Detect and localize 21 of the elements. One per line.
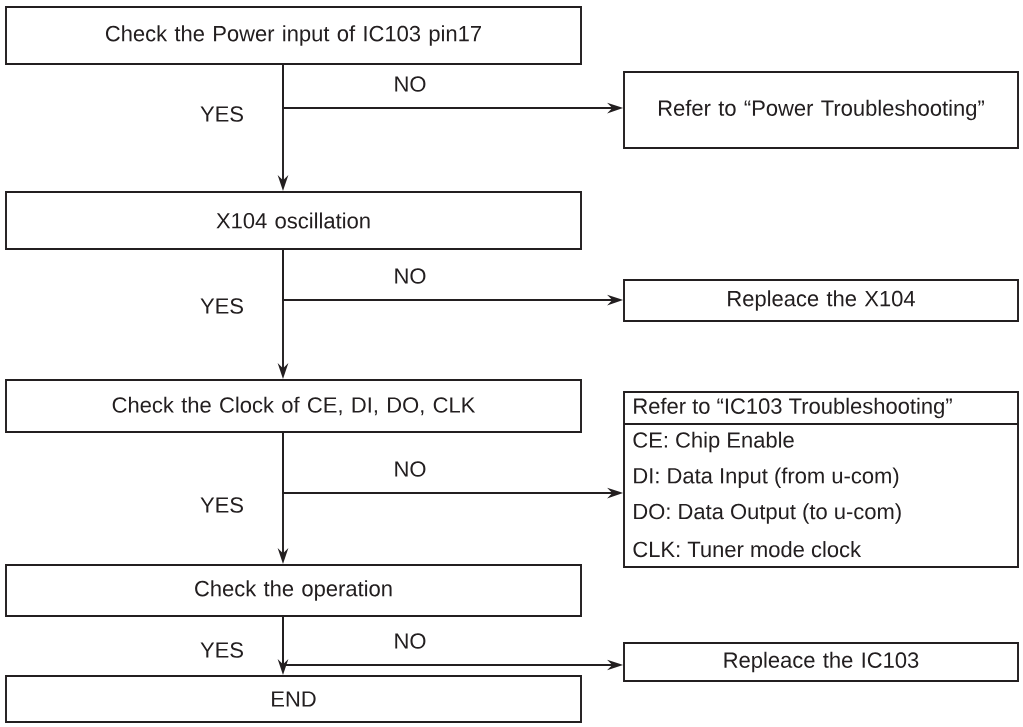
edge-label: YES (200, 298, 243, 314)
edge-label: YES (200, 106, 243, 122)
process-box: END (5, 675, 582, 723)
process-box: Check the operation (5, 564, 582, 617)
box-text-line: CLK: Tuner mode clock (633, 541, 862, 558)
box-text-line: CE: Chip Enable (633, 431, 794, 453)
edge-label: YES (200, 642, 243, 658)
edge-label: NO (395, 76, 426, 92)
process-box: Check the Clock of CE, DI, DO, CLK (5, 379, 582, 433)
process-box: Repleace the X104 (623, 279, 1019, 322)
edge-label: NO (395, 461, 426, 477)
process-box: Repleace the IC103 (623, 642, 1019, 682)
box-text-line: DO: Data Output (to u-com) (634, 503, 901, 524)
box-text-line: DI: Data Input (from u-com) (634, 467, 899, 488)
edge-label: YES (200, 497, 243, 513)
edge-label: NO (395, 268, 426, 284)
process-box: Refer to “Power Troubleshooting” (623, 71, 1019, 149)
box-heading: Refer to “IC103 Troubleshooting” (634, 397, 952, 419)
process-box: X104 oscillation (5, 191, 582, 250)
process-box: Check the Power input of IC103 pin17 (5, 6, 582, 65)
edge-label: NO (395, 633, 426, 649)
